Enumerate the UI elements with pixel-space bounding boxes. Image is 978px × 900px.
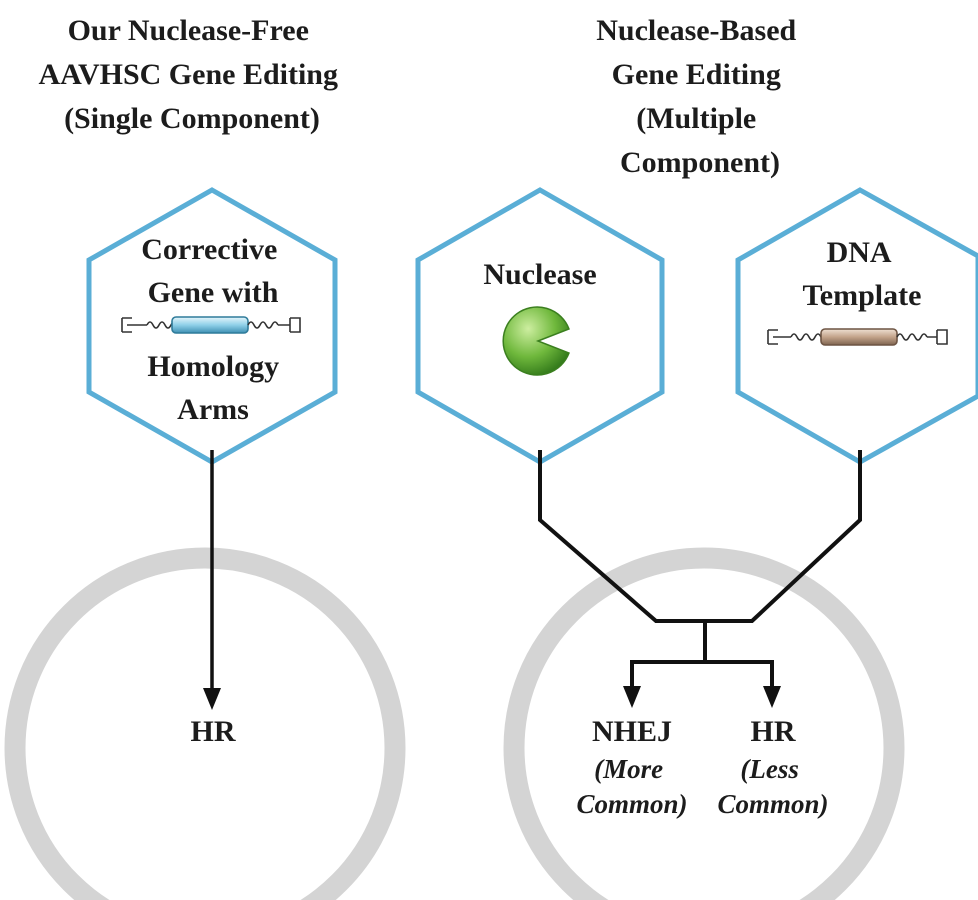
dna-template-cassette-icon [767,328,948,346]
nhej-label: NHEJ [592,715,672,748]
left-cell-ring [4,547,406,900]
hr-label: HR [751,715,796,748]
right-title: Nuclease-Based Gene Editing (Multiple Co… [596,14,803,179]
nhej-note: (More Common) [576,754,687,819]
gene-cassette-icon [121,316,301,334]
hr-note: (Less Common) [717,754,828,819]
nuclease-pacman-icon [502,306,570,376]
nuclease-label: Nuclease [483,258,596,291]
nhej-arrowhead [623,686,641,708]
corrective-gene-label: Corrective Gene with [141,233,285,309]
left-title: Our Nuclease-Free AAVHSC Gene Editing (S… [38,14,345,135]
dna-template-label: DNA Template [803,236,922,312]
right-cell-ring [503,547,905,900]
left-hr-label: HR [191,715,236,748]
dna-template-hexagon [735,187,978,465]
homology-arms-label: Homology Arms [147,350,286,426]
nuclease-template-connector [538,450,862,688]
left-hr-arrow [203,450,221,710]
hr-arrowhead [763,686,781,708]
